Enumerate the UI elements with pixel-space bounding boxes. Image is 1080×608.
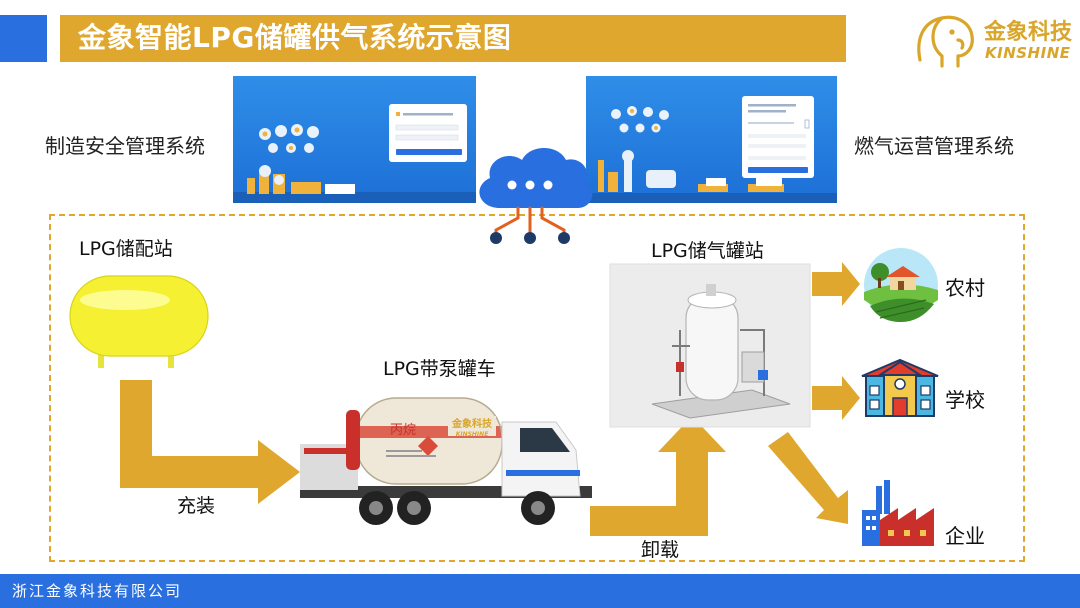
tank-station-label: LPG储气罐站 [651,240,764,262]
fill-label: 充装 [177,495,216,517]
school-label: 学校 [945,388,985,412]
logo-name-cn: 金象科技 [984,20,1073,45]
lpg-pump-truck-icon: 金象科技 KINSHINE 丙烷 [300,397,592,525]
village-label: 农村 [945,276,985,300]
enterprise-label: 企业 [945,524,985,548]
arrow-to-village [812,262,860,306]
cloud-network-nodes [490,232,570,244]
fill-flow-arrow [120,380,300,504]
arrow-to-enterprise [768,432,848,524]
storage-station-label: LPG储配站 [79,238,173,260]
page-title: 金象智能LPG储罐供气系统示意图 [78,21,512,54]
header-blue-square [0,15,47,62]
village-icon [864,248,938,322]
footer-bar [0,574,1080,608]
gas-operations-system-label: 燃气运营管理系统 [854,134,1014,158]
truck-badge-cn: 金象科技 [451,417,493,430]
footer-company-name: 浙江金象科技有限公司 [12,582,183,600]
manufacturing-system-screenshot [233,76,476,203]
unload-flow-arrow [590,416,726,536]
gas-operations-system-screenshot [586,76,837,203]
factory-icon [862,480,934,546]
unload-label: 卸载 [641,539,680,561]
title-bar [60,15,846,62]
truck-badge-en: KINSHINE [456,431,490,438]
manufacturing-safety-system-label: 制造安全管理系统 [45,134,205,158]
pump-truck-label: LPG带泵罐车 [383,358,496,380]
cloud-icon [479,148,593,208]
storage-tank-icon [69,275,209,368]
school-icon [861,358,939,417]
kinshine-elephant-logo-icon [917,15,974,68]
truck-cargo-text: 丙烷 [390,423,416,438]
supply-system-frame [49,214,1025,562]
arrow-to-school [812,376,860,420]
logo-name-en: KINSHINE [985,44,1071,62]
lpg-tank-station-icon [609,263,811,428]
cloud-network-connectors-icon [494,206,566,238]
